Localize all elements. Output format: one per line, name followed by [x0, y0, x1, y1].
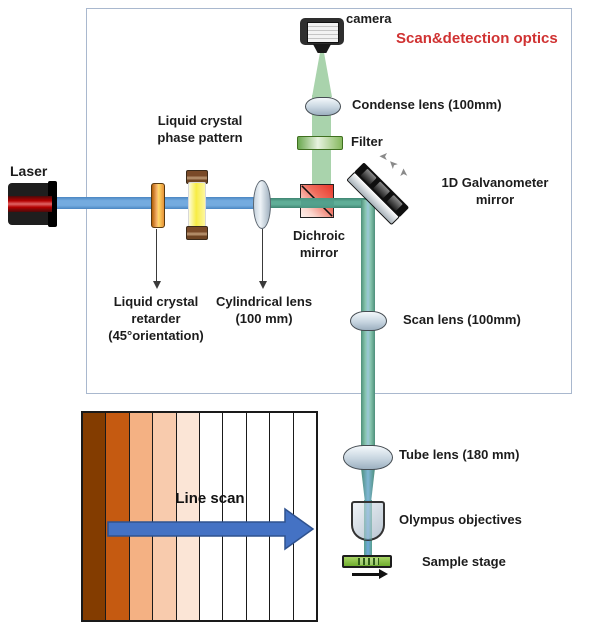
retarder-pointer-line	[156, 229, 157, 281]
line-scan-stripe-6	[199, 413, 223, 620]
objectives-label: Olympus objectives	[399, 512, 522, 527]
condense-lens-label: Condense lens (100mm)	[352, 97, 502, 112]
filter-icon	[297, 136, 343, 150]
cylindrical-label-line2: (100 mm)	[235, 310, 293, 326]
dichroic-label-line2: mirror	[299, 244, 339, 260]
camera-icon	[300, 18, 344, 45]
cylindrical-label-line1: Cylindrical lens	[215, 294, 313, 309]
camera-panel	[307, 22, 339, 43]
dichroic-label: Dichroic mirror	[280, 228, 358, 262]
retarder-label-line1: Liquid crystal	[113, 294, 199, 309]
sample-stage-hatch	[358, 558, 379, 565]
diagram-title: Scan&detection optics	[396, 30, 558, 47]
phase-pattern-bottom-electrode	[186, 226, 208, 240]
laser-red-band	[8, 196, 52, 212]
cylindrical-pointer-arrowhead	[259, 281, 267, 289]
condense-lens-icon	[305, 97, 341, 116]
liquid-crystal-phase-pattern-icon	[188, 182, 206, 227]
sample-stage-label: Sample stage	[422, 554, 506, 569]
line-scan-stripe-7	[222, 413, 246, 620]
tube-lens-label: Tube lens (180 mm)	[399, 447, 520, 462]
line-scan-stripe-8	[245, 413, 270, 620]
phase-pattern-label: Liquid crystal phase pattern	[138, 113, 262, 147]
line-scan-stripe-3	[128, 413, 153, 620]
phase-pattern-label-line1: Liquid crystal	[157, 113, 243, 128]
liquid-crystal-retarder-icon	[151, 183, 165, 228]
galvo-label: 1D Galvanometer mirror	[415, 175, 575, 209]
galvo-tilt-arrow-icon: ➤	[397, 167, 411, 178]
camera-label: camera	[346, 11, 392, 26]
cylindrical-label: Cylindrical lens (100 mm)	[202, 294, 326, 328]
retarder-pointer-arrowhead	[153, 281, 161, 289]
scan-beam-down	[361, 200, 375, 470]
dichroic-label-line1: Dichroic	[292, 228, 345, 243]
galvo-label-line2: mirror	[475, 191, 515, 207]
line-scan-inset	[81, 411, 318, 622]
phase-pattern-label-line2: phase pattern	[157, 129, 243, 145]
retarder-label: Liquid crystal retarder (45°orientation)	[74, 294, 238, 345]
cylindrical-pointer-line	[262, 229, 263, 281]
galvo-tilt-arrow-icon: ➤	[378, 149, 389, 163]
camera-lens-mount	[312, 44, 332, 53]
retarder-label-line3: (45°orientation)	[108, 327, 204, 343]
laser-icon	[8, 181, 57, 227]
line-scan-stripe-5	[175, 413, 200, 620]
tube-lens-icon	[343, 445, 393, 470]
stage-direction-arrow-icon	[379, 569, 388, 579]
beam-through-dichroic	[301, 198, 334, 208]
line-scan-stripe-1	[83, 413, 106, 620]
filter-label: Filter	[351, 134, 383, 149]
line-scan-stripe-9	[269, 413, 293, 620]
scan-lens-icon	[350, 311, 387, 331]
sample-stage-icon	[342, 555, 392, 568]
stage-direction-arrow-shaft	[352, 573, 380, 576]
laser-label: Laser	[10, 163, 48, 179]
laser-cap	[48, 181, 57, 227]
galvo-label-line1: 1D Galvanometer	[441, 175, 549, 190]
line-scan-label: Line scan	[175, 490, 245, 507]
cylindrical-lens-icon	[253, 180, 271, 229]
beam-converging-after-tube-lens	[361, 468, 375, 502]
line-scan-stripe-4	[152, 413, 176, 620]
retarder-label-line2: retarder	[131, 310, 181, 326]
line-scan-arrow-icon	[107, 507, 315, 551]
line-scan-stripe-2	[105, 413, 129, 620]
beam-through-objective	[364, 503, 372, 540]
scan-lens-label: Scan lens (100mm)	[403, 312, 521, 327]
